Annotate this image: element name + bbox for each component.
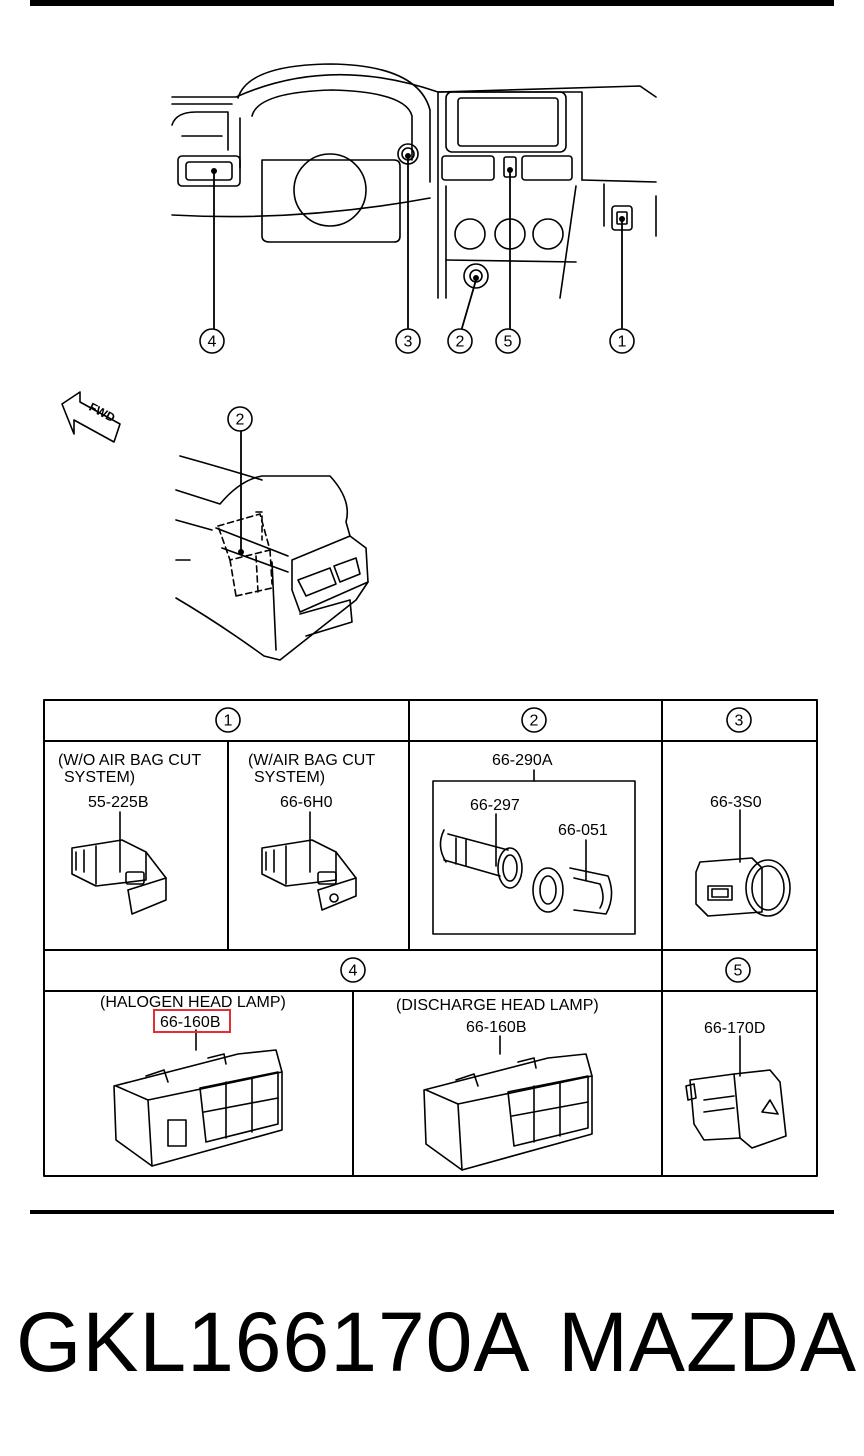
callout-2: 2 xyxy=(456,334,465,351)
callout-4: 4 xyxy=(208,334,217,351)
hazard-switch-drawing xyxy=(685,1035,787,1149)
table-header-circles xyxy=(215,707,752,983)
halogen-part: 66-160B xyxy=(160,1014,221,1031)
part-number: GKL166170A xyxy=(16,1295,531,1389)
wo-airbag-title-1: (W/O AIR BAG CUT xyxy=(58,752,201,769)
lighter-assembly-drawing xyxy=(432,769,636,935)
w-airbag-title-1: (W/AIR BAG CUT xyxy=(248,752,375,769)
callout-3: 3 xyxy=(404,334,413,351)
callout-1: 1 xyxy=(618,334,627,351)
discharge-switch-drawing xyxy=(423,1035,593,1171)
wo-airbag-title-2: SYSTEM) xyxy=(64,769,135,786)
parts-diagram: 4 3 2 5 1 2 FWD 1 2 3 4 5 (W/O AIR BAG C… xyxy=(43,63,818,1177)
cell3-part: 66-3S0 xyxy=(710,794,762,811)
lighter-assembly-part: 66-290A xyxy=(492,752,553,769)
switch-wo-airbag-drawing xyxy=(71,811,167,915)
table-header-5: 5 xyxy=(734,963,743,980)
table-header-3: 3 xyxy=(735,713,744,730)
wo-airbag-part: 55-225B xyxy=(88,794,149,811)
callout-5: 5 xyxy=(504,334,513,351)
dashboard-illustration xyxy=(171,63,657,299)
round-switch-drawing xyxy=(695,809,791,917)
discharge-part: 66-160B xyxy=(466,1019,527,1036)
top-leaders xyxy=(213,157,623,329)
lighter-part-b: 66-051 xyxy=(558,822,608,839)
fwd-arrow-icon xyxy=(61,391,121,443)
discharge-title: (DISCHARGE HEAD LAMP) xyxy=(396,997,599,1014)
w-airbag-part: 66-6H0 xyxy=(280,794,333,811)
console-callout-2: 2 xyxy=(236,412,245,429)
halogen-switch-drawing xyxy=(113,1029,283,1167)
highlight-box xyxy=(153,1009,231,1033)
cell5-part: 66-170D xyxy=(704,1020,765,1037)
switch-w-airbag-drawing xyxy=(261,811,357,911)
bottom-rule xyxy=(30,1210,834,1214)
parts-table-grid xyxy=(43,699,818,1177)
lighter-part-a: 66-297 xyxy=(470,797,520,814)
brand-name: MAZDA xyxy=(558,1295,857,1389)
table-header-4: 4 xyxy=(349,963,358,980)
console-hidden-lines xyxy=(217,511,273,597)
halogen-title: (HALOGEN HEAD LAMP) xyxy=(100,994,286,1011)
top-callout-circles xyxy=(199,328,635,354)
table-header-2: 2 xyxy=(530,713,539,730)
console-illustration xyxy=(175,455,369,661)
fwd-label: FWD xyxy=(87,400,118,425)
w-airbag-title-2: SYSTEM) xyxy=(254,769,325,786)
top-rule xyxy=(30,0,834,6)
table-header-1: 1 xyxy=(224,713,233,730)
